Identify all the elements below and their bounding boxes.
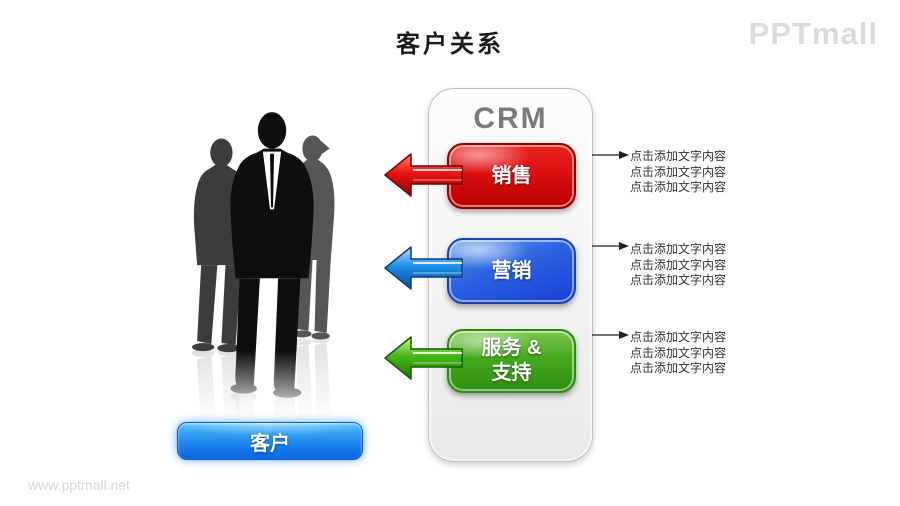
annotation-group-service: 点击添加文字内容 点击添加文字内容 点击添加文字内容: [630, 330, 760, 377]
site-watermark: www.pptmall.net: [28, 477, 130, 493]
service-support-label-line2: 支持: [491, 362, 532, 384]
annotation-text-placeholder[interactable]: 点击添加文字内容: [630, 242, 727, 256]
annotation-text-placeholder[interactable]: 点击添加文字内容: [630, 257, 727, 272]
annotation-group-sales: 点击添加文字内容 点击添加文字内容 点击添加文字内容: [630, 149, 760, 196]
annotation-arrow-icon-2: [592, 242, 629, 250]
annotation-text-placeholder[interactable]: 点击添加文字内容: [630, 180, 727, 194]
annotation-text-placeholder[interactable]: 点击添加文字内容: [630, 164, 727, 179]
sales-button[interactable]: 销售: [447, 143, 576, 209]
annotation-arrow-icon-1: [592, 151, 629, 159]
marketing-left-arrow-icon: [384, 246, 463, 290]
crm-panel-title: CRM: [473, 102, 548, 135]
marketing-button-label: 营销: [491, 259, 532, 282]
sales-button-label: 销售: [491, 164, 532, 187]
pptmall-logo: PPTmall: [748, 16, 878, 51]
page-title: 客户关系: [396, 31, 504, 58]
annotation-text-placeholder[interactable]: 点击添加文字内容: [630, 361, 727, 375]
service-left-arrow-icon: [384, 336, 463, 380]
annotation-text-placeholder[interactable]: 点击添加文字内容: [630, 345, 727, 360]
annotation-arrow-icon-3: [592, 331, 629, 339]
annotation-group-marketing: 点击添加文字内容 点击添加文字内容 点击添加文字内容: [630, 242, 760, 289]
annotation-text-placeholder[interactable]: 点击添加文字内容: [630, 330, 727, 344]
customer-button-label: 客户: [250, 432, 290, 455]
marketing-button[interactable]: 营销: [447, 238, 576, 304]
annotation-text-placeholder[interactable]: 点击添加文字内容: [630, 149, 727, 163]
service-support-button[interactable]: 服务 & 支持: [447, 329, 576, 393]
sales-left-arrow-icon: [384, 153, 463, 197]
service-support-label-line1: 服务 &: [481, 337, 542, 359]
business-people-silhouette-image: [158, 112, 382, 422]
annotation-text-placeholder[interactable]: 点击添加文字内容: [630, 273, 727, 287]
customer-button[interactable]: 客户: [177, 422, 363, 460]
